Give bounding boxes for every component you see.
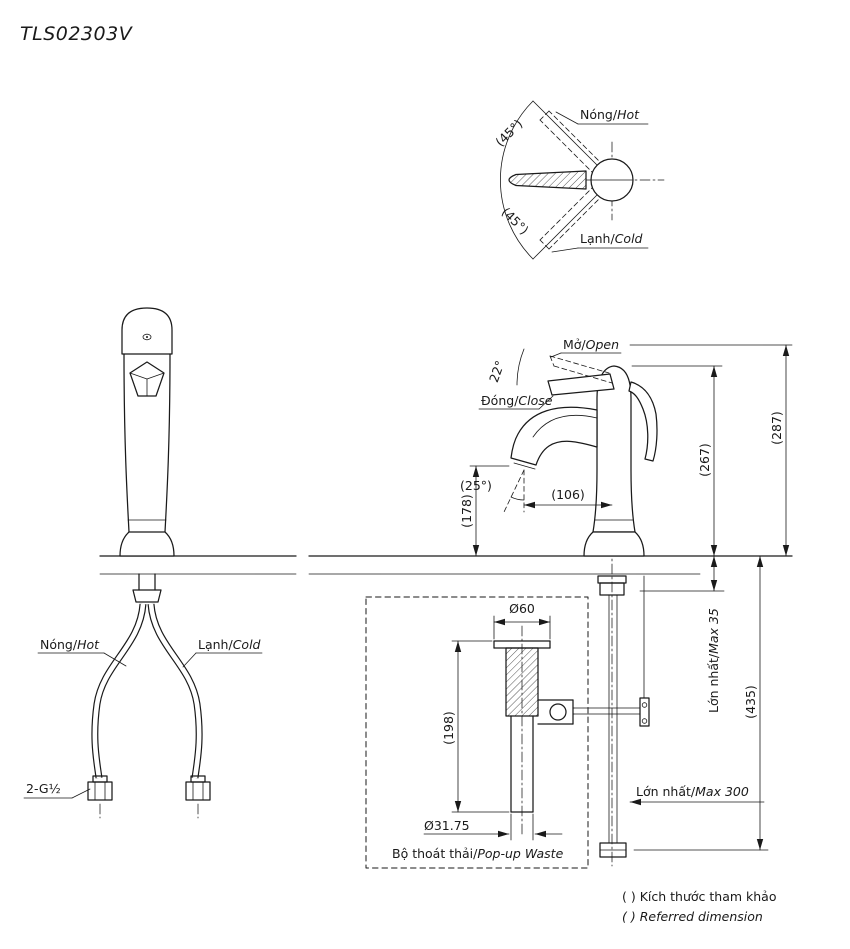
- max-deck-en: Max 35: [706, 608, 721, 654]
- close-vi: Đóng/: [481, 393, 519, 408]
- dim-106-label: (106): [551, 487, 585, 502]
- popup-label-vi: Bộ thoát thải/: [392, 846, 478, 861]
- top-view-hot-label: Nóng/Hot: [580, 107, 640, 122]
- dim-178-label: (178): [459, 494, 474, 528]
- handle-rotation-top-view: (45°) (45°) Nóng/Hot Lạnh/Cold: [492, 100, 665, 260]
- top-view-hot-en: Hot: [617, 107, 640, 122]
- thread-size-label: 2-G½: [26, 781, 61, 796]
- dim-287-label: (287): [769, 411, 784, 445]
- top-view-cold-vi: Lạnh/: [580, 231, 615, 246]
- legend-line2: ( ) Referred dimension: [622, 909, 763, 924]
- max-hose-en: Max 300: [695, 784, 749, 799]
- counter-surface: [99, 555, 793, 575]
- side-view-open-label: Mở/Open: [563, 337, 619, 352]
- open-en: Open: [586, 337, 619, 352]
- open-angle-label: 22°: [486, 358, 508, 384]
- dim-267-label: (267): [697, 443, 712, 477]
- legend-line1: ( ) Kích thước tham khảo: [622, 889, 776, 904]
- max-hose-vi: Lớn nhất/: [636, 784, 696, 799]
- title-block: TLS02303V: [20, 23, 134, 45]
- side-view-close-label: Đóng/Close: [481, 393, 553, 408]
- max-deck-vi: Lớn nhất/: [706, 653, 721, 713]
- supply-hoses: [91, 603, 203, 779]
- faucet-front-view: Nóng/Hot Lạnh/Cold 2-G½: [23, 307, 263, 819]
- popup-length-label: (198): [441, 711, 456, 745]
- top-view-angle-lower-label: (45°): [499, 204, 532, 237]
- front-view-cold-label: Lạnh/Cold: [198, 637, 261, 652]
- popup-label-en: Pop-up Waste: [477, 846, 563, 861]
- top-view-hot-vi: Nóng/: [580, 107, 618, 122]
- below-counter-assembly: [573, 575, 650, 858]
- popup-flange-dia-label: Ø60: [509, 601, 535, 616]
- legend: ( ) Kích thước tham khảo ( ) Referred di…: [622, 889, 776, 924]
- top-view-angle-upper-label: (45°): [492, 116, 525, 149]
- front-hot-vi: Nóng/: [40, 637, 78, 652]
- front-hot-en: Hot: [77, 637, 100, 652]
- front-view-hot-label: Nóng/Hot: [40, 637, 100, 652]
- popup-waste-detail: Ø60 (198) Ø31.75 Bộ thoát thải/Pop-up Wa…: [365, 596, 589, 869]
- model-number: TLS02303V: [20, 23, 134, 45]
- popup-waste-label: Bộ thoát thải/Pop-up Waste: [392, 846, 564, 861]
- front-cold-vi: Lạnh/: [198, 637, 233, 652]
- faucet-side-view: 22° Mở/Open Đóng/Close (25°) (106) (178)…: [459, 337, 793, 867]
- front-cold-en: Cold: [233, 637, 261, 652]
- dim-435-label: (435): [743, 685, 758, 719]
- top-view-cold-label: Lạnh/Cold: [580, 231, 643, 246]
- popup-pipe-dia-label: Ø31.75: [424, 818, 470, 833]
- open-vi: Mở/: [563, 337, 586, 352]
- top-view-cold-en: Cold: [615, 231, 643, 246]
- max-hose-label: Lớn nhất/Max 300: [636, 784, 749, 799]
- max-deck-label: Lớn nhất/Max 35: [706, 608, 721, 713]
